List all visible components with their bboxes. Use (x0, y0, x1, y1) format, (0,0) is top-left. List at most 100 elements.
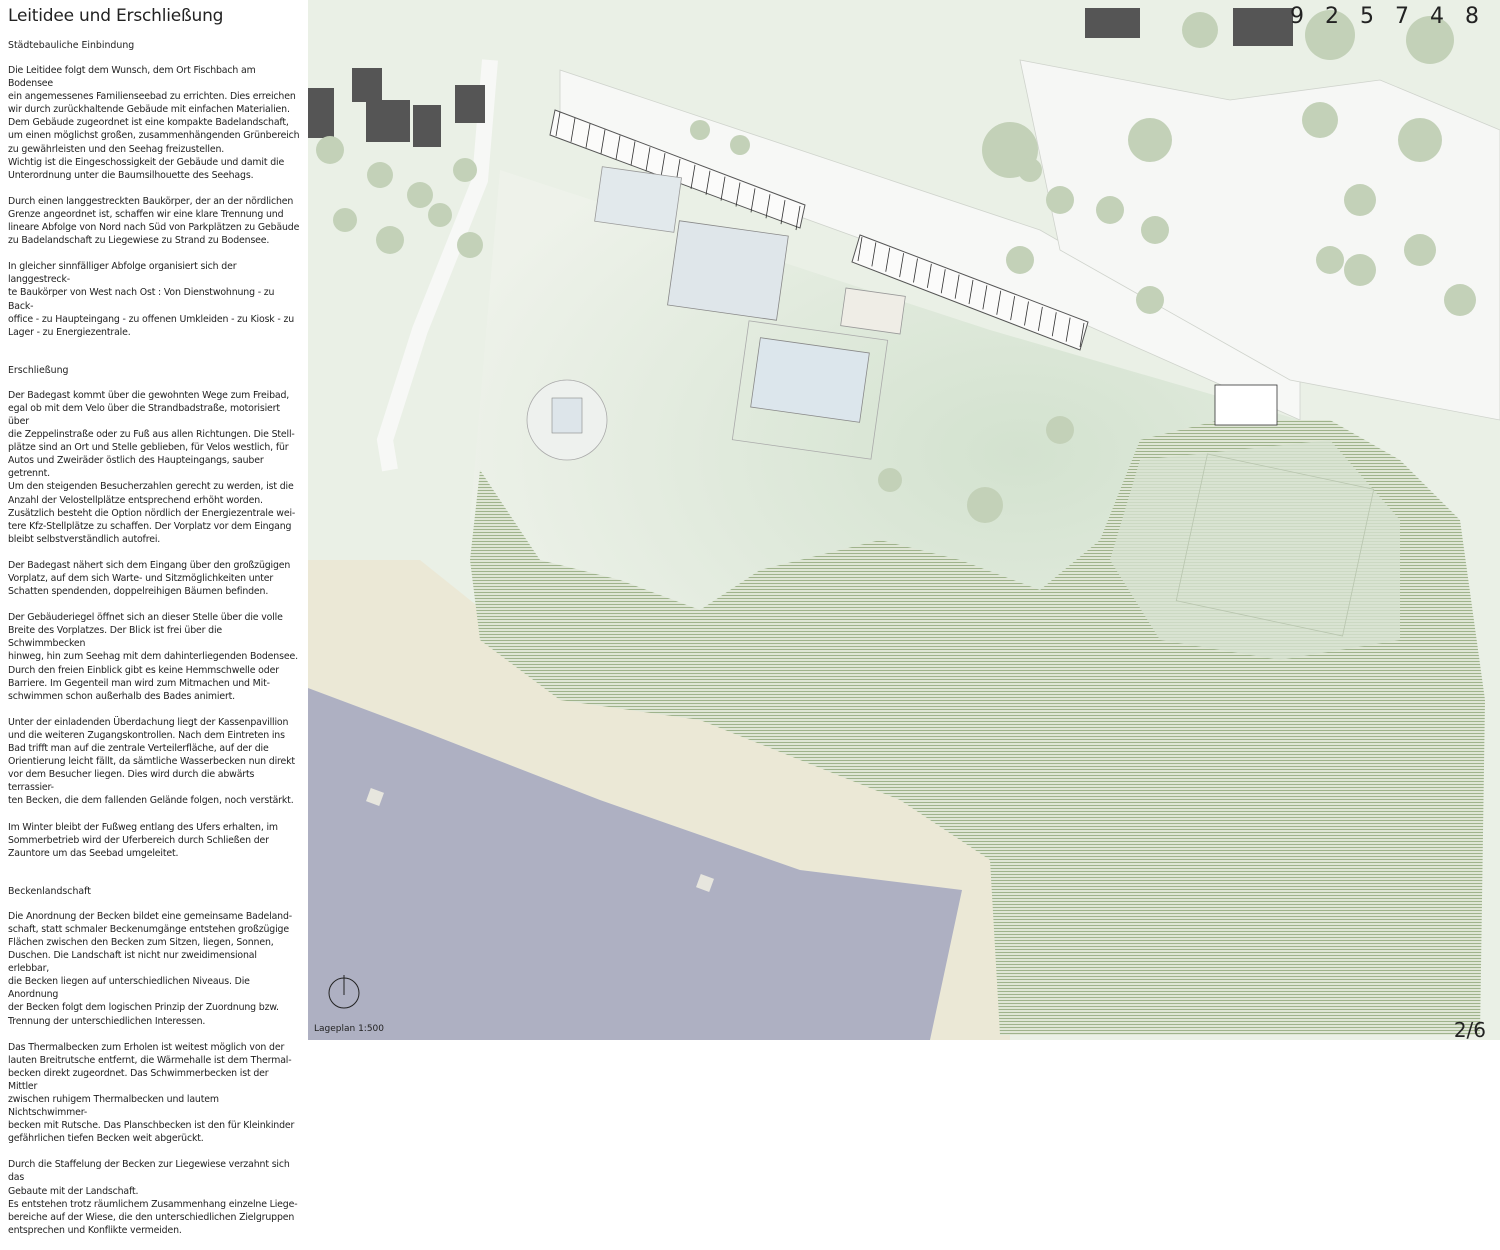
page-number: 2/6 (1453, 1018, 1486, 1042)
parking-bay-line (585, 123, 591, 148)
tree (1006, 246, 1034, 274)
parking-block-east (1214, 384, 1278, 426)
parking-bay-line (660, 153, 666, 178)
parking-bay-line (570, 117, 576, 142)
tree (967, 487, 1003, 523)
tree (690, 120, 710, 140)
tree (1404, 234, 1436, 266)
sports-field (1175, 453, 1375, 637)
paragraph: Das Thermalbecken zum Erholen ist weites… (8, 1041, 295, 1145)
paragraph: In gleicher sinnfälliger Abfolge organis… (8, 261, 295, 338)
paragraph: Die Anordnung der Becken bildet eine gem… (8, 910, 292, 1027)
tree (1302, 102, 1338, 138)
north-arrow-icon (328, 975, 360, 1009)
tree (1096, 196, 1124, 224)
paddling-pool (551, 397, 583, 434)
tree (1046, 186, 1074, 214)
neighbouring-houses (308, 8, 1293, 147)
tree (1444, 284, 1476, 316)
parking-bay-line (705, 170, 711, 195)
platform (696, 874, 714, 892)
parking-bay-line (926, 263, 932, 288)
tree (453, 158, 477, 182)
parking-bay-line (1037, 306, 1043, 331)
parking-bay-line (871, 242, 877, 267)
parking-bay-line (996, 290, 1002, 315)
tree (1305, 10, 1355, 60)
parking-bay-line (615, 135, 621, 160)
paragraph: Der Badegast nähert sich dem Eingang übe… (8, 559, 291, 598)
parking-bay-line (857, 236, 863, 262)
lawn-clearing (1110, 440, 1400, 660)
paragraph: Durch einen langgestreckten Baukörper, d… (8, 195, 300, 247)
parking-bay-line (954, 274, 960, 299)
building-bar-east (851, 234, 1089, 351)
parking-bay-line (899, 253, 905, 278)
parking-bay-line (968, 279, 974, 305)
tree (1136, 286, 1164, 314)
tree (1406, 16, 1454, 64)
paragraph: Im Winter bleibt der Fußweg entlang des … (8, 821, 278, 859)
text-column: Leitidee und Erschließung Städtebauliche… (8, 6, 300, 1250)
tree (407, 182, 433, 208)
trees (316, 10, 1476, 523)
energy-centre (840, 287, 906, 335)
parking-bay-line (735, 182, 741, 207)
tree (333, 208, 357, 232)
lake (308, 688, 962, 1040)
tree (1128, 118, 1172, 162)
parking-bay-line (1024, 301, 1029, 326)
plan-scale-label: Lageplan 1:500 (314, 1024, 385, 1034)
paragraph: Unter der einladenden Überdachung liegt … (8, 716, 295, 807)
tree (1344, 254, 1376, 286)
tree (878, 468, 902, 492)
parking-bay-line (555, 111, 561, 137)
paragraph: Die Leitidee folgt dem Wunsch, dem Ort F… (8, 65, 300, 181)
parking-bay-line (1051, 312, 1057, 337)
pool-hall (667, 220, 789, 321)
section-heading: Beckenlandschaft (8, 885, 91, 897)
tree (316, 136, 344, 164)
paragraph: Durch die Staffelung der Becken zur Lieg… (8, 1159, 298, 1236)
paragraph: Der Gebäuderiegel öffnet sich an dieser … (8, 612, 298, 702)
tree (730, 135, 750, 155)
tree (428, 203, 452, 227)
parking-bay-line (630, 141, 636, 166)
parking-bay-line (940, 269, 946, 294)
tree (1046, 416, 1074, 444)
section-heading: Erschließung (8, 364, 69, 376)
platform (366, 788, 384, 806)
building-bar-west (549, 109, 806, 229)
tree (1398, 118, 1442, 162)
beach (308, 560, 1010, 1040)
section-heading: Städtebauliche Einbindung (8, 40, 135, 51)
parking-bay-line (1079, 322, 1085, 348)
tree (367, 162, 393, 188)
parking-bay-line (720, 176, 726, 201)
footpath-west (376, 59, 498, 472)
tree (1141, 216, 1169, 244)
parking-bay-line (750, 188, 756, 213)
parking-bay-line (690, 164, 696, 189)
tree (1344, 184, 1376, 216)
competition-code: 9 2 5 7 4 8 (1290, 4, 1486, 29)
parking-bay-line (1010, 296, 1016, 321)
parking-bay-line (885, 247, 891, 272)
paragraph: Der Badegast kommt über die gewohnten We… (8, 389, 296, 545)
pool-basin (750, 337, 870, 423)
tree (1182, 12, 1218, 48)
tree (1316, 246, 1344, 274)
vorplatz (731, 320, 889, 460)
site-plan (308, 0, 1500, 1040)
parking-bay-line (982, 285, 988, 310)
pool-forecourt (594, 166, 682, 233)
parking-bay-line (645, 147, 651, 172)
page-title: Leitidee und Erschließung (8, 6, 224, 26)
parking-bay-line (765, 194, 771, 219)
parking-bay-line (913, 258, 918, 283)
parking-bay-line (600, 129, 606, 154)
tree (457, 232, 483, 258)
tree (1018, 158, 1042, 182)
tree (376, 226, 404, 254)
parking-bay-line (780, 200, 786, 225)
